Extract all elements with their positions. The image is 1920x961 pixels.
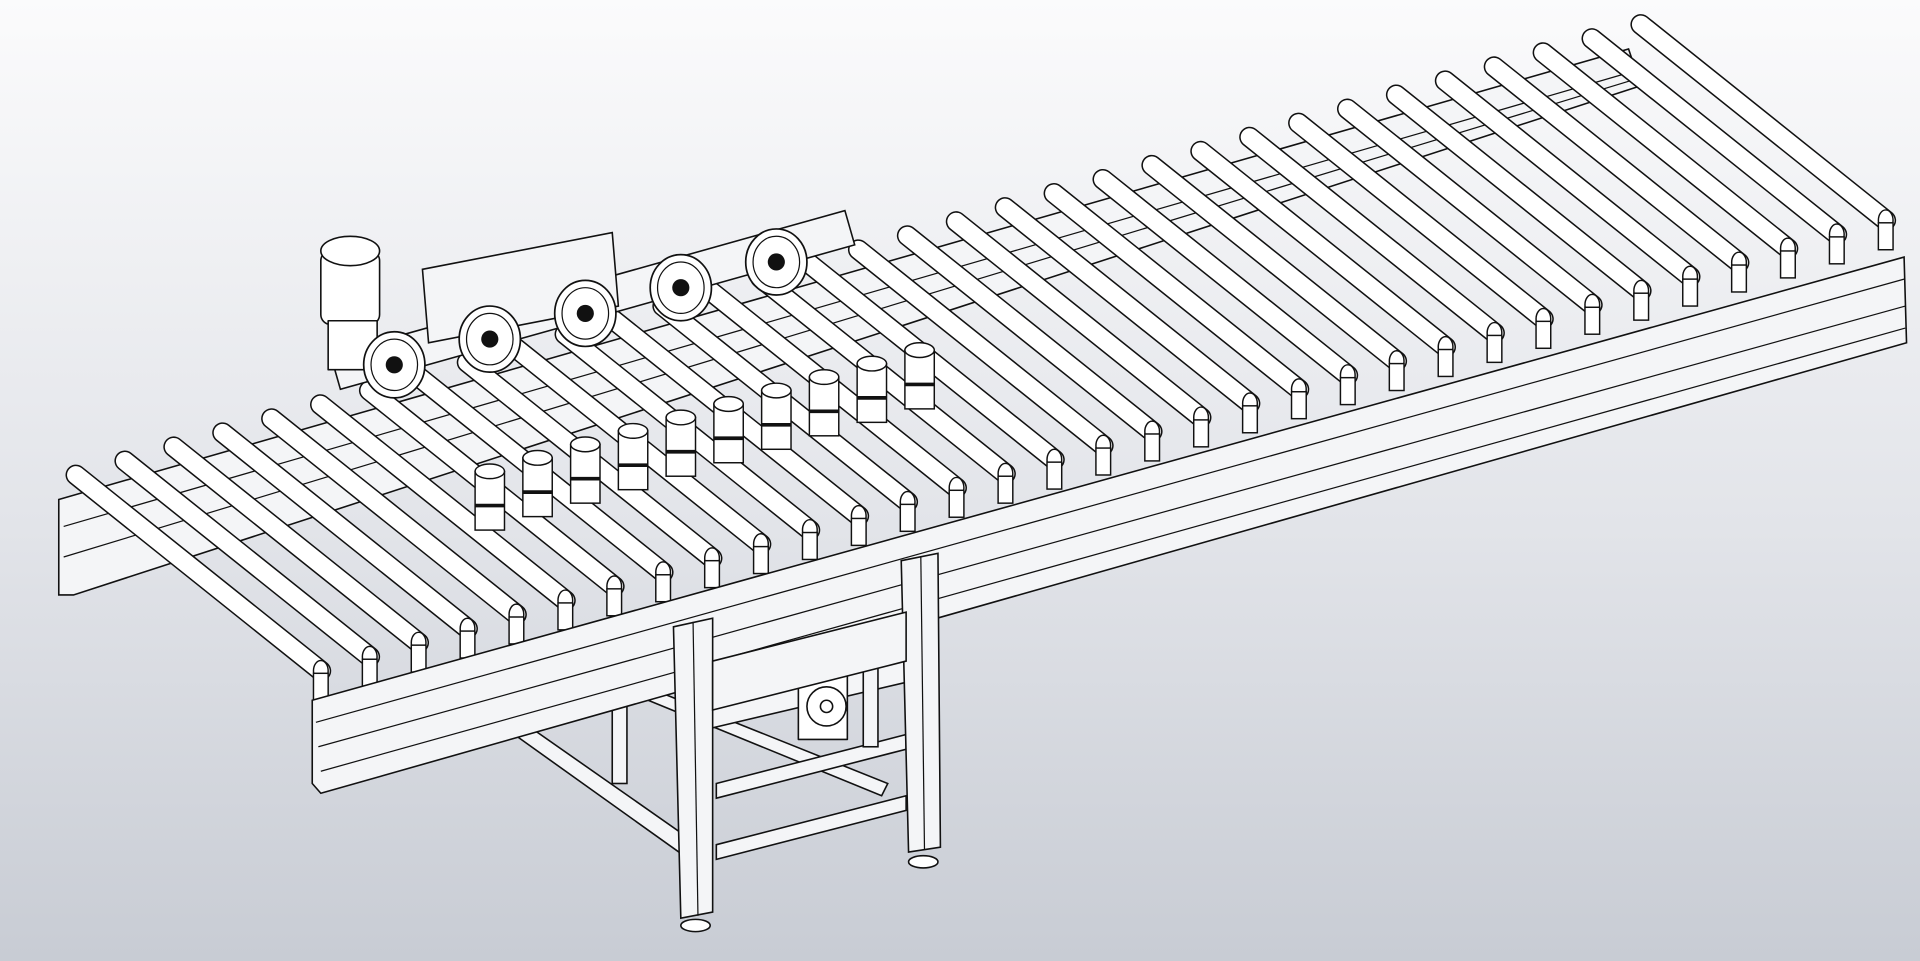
roller-bracket xyxy=(850,517,867,547)
roller-bracket xyxy=(1730,264,1748,293)
roller-bracket xyxy=(1437,348,1454,378)
drive-wheel xyxy=(362,330,426,399)
roller-bracket xyxy=(948,489,965,518)
roller-group xyxy=(65,14,1897,701)
roller-bracket xyxy=(997,475,1014,504)
roller xyxy=(1336,98,1603,335)
roller-bracket xyxy=(1241,405,1259,434)
roller-bracket xyxy=(1192,419,1210,448)
drive-wheel xyxy=(553,279,617,348)
guide-roller xyxy=(522,449,553,518)
roller xyxy=(994,197,1261,434)
roller-bracket xyxy=(1486,334,1503,364)
roller-bracket xyxy=(801,531,818,561)
roller xyxy=(1141,154,1408,392)
roller xyxy=(1483,56,1750,293)
roller-bracket xyxy=(606,588,623,617)
guide-roller xyxy=(713,395,744,464)
roller xyxy=(1239,126,1505,364)
roller xyxy=(310,394,576,631)
roller-bracket xyxy=(899,503,916,533)
roller-bracket xyxy=(1779,250,1796,279)
roller xyxy=(1434,70,1701,307)
roller xyxy=(1532,42,1799,279)
guide-roller xyxy=(569,436,601,504)
roller xyxy=(114,450,381,687)
roller-bracket xyxy=(1290,391,1307,420)
roller-bracket xyxy=(1339,376,1356,406)
roller xyxy=(1190,140,1456,378)
roller-bracket xyxy=(1144,433,1161,462)
roller xyxy=(1092,168,1359,406)
drive-unit xyxy=(320,209,856,399)
guide-roller xyxy=(474,463,506,531)
roller xyxy=(1043,183,1310,420)
roller-bracket xyxy=(1877,222,1894,251)
roller xyxy=(1288,112,1554,350)
roller-bracket xyxy=(1584,306,1601,335)
roller xyxy=(212,422,478,659)
roller-bracket xyxy=(508,616,525,645)
roller-bracket xyxy=(1535,320,1552,350)
guide-roller xyxy=(904,342,936,410)
roller-bracket xyxy=(1095,447,1112,476)
roller-bracket xyxy=(1633,292,1650,321)
drive-wheel xyxy=(458,305,522,374)
roller-bracket xyxy=(1046,461,1063,490)
roller-bracket xyxy=(459,630,476,659)
guide-roller xyxy=(665,409,697,477)
roller xyxy=(1385,84,1652,321)
motor-icon xyxy=(320,235,381,371)
roller xyxy=(1630,14,1897,251)
guide-roller xyxy=(808,368,840,437)
legs xyxy=(672,552,942,933)
roller-bracket xyxy=(1388,362,1405,392)
roller xyxy=(261,408,527,645)
roller xyxy=(945,211,1212,448)
roller-bracket xyxy=(1682,278,1699,307)
roller-bracket xyxy=(703,559,721,589)
roller-bracket xyxy=(410,644,427,673)
roller xyxy=(65,464,332,701)
roller-bracket xyxy=(557,602,574,631)
roller xyxy=(896,225,1163,462)
roller xyxy=(163,436,430,673)
guide-roller xyxy=(856,355,888,424)
roller-bracket xyxy=(752,545,770,575)
guide-roller xyxy=(617,422,649,491)
drive-wheel xyxy=(744,228,808,296)
roller xyxy=(1581,28,1848,265)
roller-bracket xyxy=(655,574,672,603)
guide-roller xyxy=(760,382,792,451)
drive-wheel xyxy=(649,253,713,322)
roller xyxy=(847,239,1114,476)
roller-bracket xyxy=(1828,236,1845,265)
